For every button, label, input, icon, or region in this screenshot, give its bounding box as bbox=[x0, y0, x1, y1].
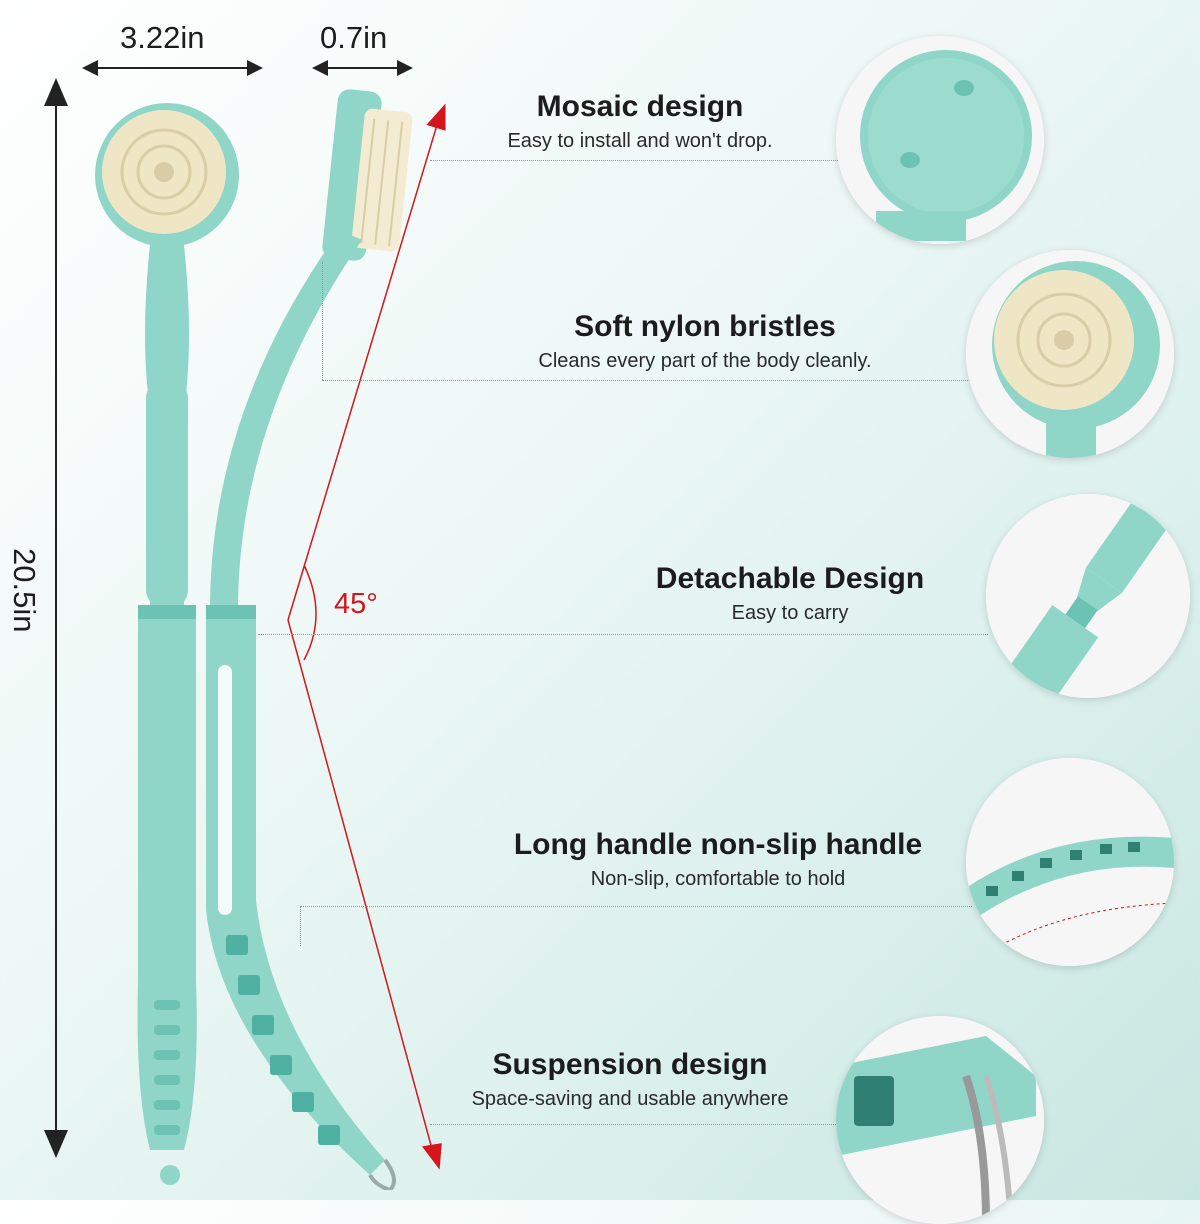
angle-label: 45° bbox=[334, 588, 378, 620]
feature-subtitle: Non-slip, comfortable to hold bbox=[590, 868, 846, 890]
leader-line-4 bbox=[300, 906, 972, 907]
angle-arrow bbox=[287, 103, 446, 1170]
feature-subtitle: Cleans every part of the body cleanly. bbox=[538, 350, 872, 372]
feature-title: Mosaic design bbox=[536, 90, 744, 123]
leader-line-2 bbox=[322, 380, 972, 381]
detail-detachable-image bbox=[986, 494, 1190, 698]
feature-mosaic: Mosaic design Easy to install and won't … bbox=[440, 90, 840, 153]
feature-title: Soft nylon bristles bbox=[574, 310, 836, 343]
feature-bristles: Soft nylon bristles Cleans every part of… bbox=[500, 310, 910, 373]
brush-side-view bbox=[206, 89, 413, 1190]
feature-title: Suspension design bbox=[492, 1048, 768, 1081]
detail-bristles-image bbox=[966, 250, 1174, 458]
leader-line-5 bbox=[430, 1124, 850, 1125]
brush-front-view bbox=[95, 103, 239, 1185]
thickness-dimension-arrow bbox=[312, 60, 413, 76]
detail-handle-image bbox=[966, 758, 1174, 966]
leader-line-3 bbox=[258, 634, 988, 635]
length-dimension-arrow bbox=[44, 78, 68, 1158]
thickness-dimension-label: 0.7in bbox=[320, 20, 388, 55]
feature-long-handle: Long handle non-slip handle Non-slip, co… bbox=[500, 828, 936, 891]
feature-subtitle: Easy to install and won't drop. bbox=[507, 130, 773, 152]
detail-mosaic-image bbox=[836, 36, 1044, 244]
length-dimension-label: 20.5in bbox=[7, 548, 42, 633]
leader-line-2-vertical bbox=[322, 262, 323, 380]
width-dimension-arrow bbox=[82, 60, 263, 76]
feature-suspension: Suspension design Space-saving and usabl… bbox=[440, 1048, 820, 1111]
feature-subtitle: Space-saving and usable anywhere bbox=[471, 1088, 789, 1110]
feature-subtitle: Easy to carry bbox=[731, 602, 849, 624]
leader-line-4-vertical bbox=[300, 906, 301, 946]
detail-suspension-image bbox=[836, 1016, 1044, 1224]
feature-detachable: Detachable Design Easy to carry bbox=[640, 562, 940, 625]
leader-line-1 bbox=[430, 160, 850, 161]
feature-title: Long handle non-slip handle bbox=[513, 828, 923, 861]
width-dimension-label: 3.22in bbox=[120, 20, 205, 55]
feature-title: Detachable Design bbox=[655, 562, 925, 595]
